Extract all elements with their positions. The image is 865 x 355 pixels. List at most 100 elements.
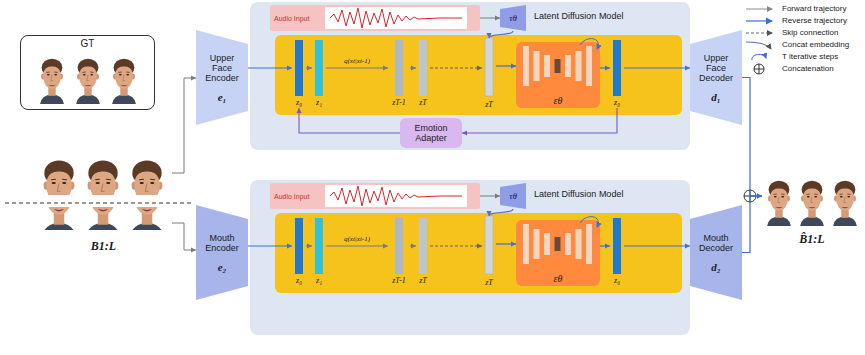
decoder-block: Upper Face Decoder d₁: [690, 30, 742, 125]
edge-label: q(xt|xt-1): [343, 235, 371, 244]
latent-bar: z₀: [292, 40, 306, 108]
box-label: Emotion Adapter: [400, 123, 462, 143]
latent-bar: zT: [482, 38, 496, 110]
arrow-head: [605, 243, 610, 248]
legend-text: Concatenation: [782, 64, 834, 74]
art-rect: [565, 55, 571, 77]
face-image: [109, 52, 139, 104]
connector: [480, 193, 500, 198]
face-image: [109, 52, 139, 104]
box-label: Audio Input: [274, 192, 309, 201]
ldm-art: [270, 5, 682, 115]
block-label: Mouth Decoder: [693, 233, 739, 253]
arrow-head: [605, 65, 610, 70]
arrow-head: [462, 130, 467, 135]
latent-label: zT: [419, 98, 427, 108]
connector: [486, 31, 513, 38]
box-title: GT: [81, 38, 95, 50]
arrow-head: [757, 193, 762, 198]
connector: [496, 241, 516, 246]
connector-line: [624, 245, 690, 246]
box-label: Audio Input: [274, 14, 309, 23]
unet-box: [516, 42, 600, 108]
arrow-head: [486, 211, 491, 216]
art-line: [746, 20, 772, 21]
latent-label: zT-1: [392, 276, 406, 286]
connector: [326, 65, 388, 70]
face-image: [764, 174, 794, 226]
ldm-panel: [250, 180, 690, 335]
connector-line: [248, 67, 292, 68]
face-image: [797, 174, 827, 226]
encoder-block: Upper Face Encodere₁: [196, 30, 248, 125]
latent-label: z₀: [296, 276, 302, 286]
art-path: [752, 54, 766, 60]
connector: [480, 15, 500, 20]
connector: [462, 108, 617, 136]
art-rect: [534, 51, 540, 81]
output-faces: [764, 174, 860, 226]
block-label: Mouth Encoder: [199, 233, 245, 253]
symbol-label: τθ: [509, 191, 517, 201]
connector: [600, 65, 610, 70]
connector: [430, 65, 482, 70]
arrow-head: [287, 65, 292, 70]
block-label: Upper Face Decoder: [693, 53, 739, 83]
frames-label: B̂1:L: [799, 232, 824, 246]
connector-line: [462, 108, 617, 133]
connector: [172, 75, 196, 173]
waveform: [330, 8, 462, 28]
symbol-label: τθ: [509, 13, 517, 23]
arrow-head: [511, 241, 516, 246]
ldm-panel: [250, 2, 690, 150]
latent-bar: [419, 40, 427, 96]
input-frames: B1:L: [35, 147, 172, 255]
connector: [496, 63, 516, 68]
latent-label: zT: [419, 276, 427, 286]
latent-label: zT: [485, 100, 493, 110]
block-label: Upper Face Encoder: [199, 53, 245, 83]
latent-bar: zT-1: [388, 218, 410, 286]
latent-bar: zT: [482, 216, 496, 288]
legend-row: Skip connection: [782, 28, 838, 38]
arrow-head: [685, 243, 690, 248]
art-rect: [523, 46, 529, 86]
latent-bar: zT-1: [388, 40, 410, 108]
connector-line: [172, 78, 196, 173]
arrow-head: [383, 65, 388, 70]
ground-truth-box: GT: [20, 35, 155, 110]
latent-label: z₀: [614, 98, 620, 108]
encoder-shape: [196, 30, 248, 125]
arrow-head: [511, 63, 516, 68]
unet-layers: [523, 46, 592, 86]
connector: [326, 243, 388, 248]
audio-box: [270, 5, 480, 31]
legend-samples: [746, 9, 772, 74]
decoder-block: Mouth Decoderd₂: [690, 205, 742, 300]
connector: [742, 78, 762, 199]
subscript-symbol: d₁: [711, 91, 720, 103]
diffusion-panel: Latent Diffusion ModelAudio Inputτθz₀z₁z…: [250, 2, 690, 150]
art-line: [746, 9, 772, 10]
legend-text: Reverse trajectory: [782, 16, 847, 26]
connector-line: [430, 68, 482, 69]
connector: [410, 65, 416, 70]
coders: [196, 30, 742, 300]
latent-label: z₀: [614, 276, 620, 286]
legend-text: Forward trajectory: [782, 4, 846, 14]
arrow-head: [191, 247, 196, 252]
latent-bar: [295, 40, 303, 96]
legend-row: Concat embedding: [782, 40, 849, 50]
arrow-head: [411, 65, 416, 70]
legend-row: Forward trajectory: [782, 4, 846, 14]
denoising-unet: εθ: [516, 220, 600, 286]
latent-label: zT-1: [392, 98, 406, 108]
face-image: [82, 163, 124, 236]
mouth-image: [38, 163, 80, 236]
arrow-head: [477, 243, 482, 248]
connector: [248, 65, 292, 70]
latent-band: [275, 35, 682, 115]
face-image: [797, 174, 827, 226]
